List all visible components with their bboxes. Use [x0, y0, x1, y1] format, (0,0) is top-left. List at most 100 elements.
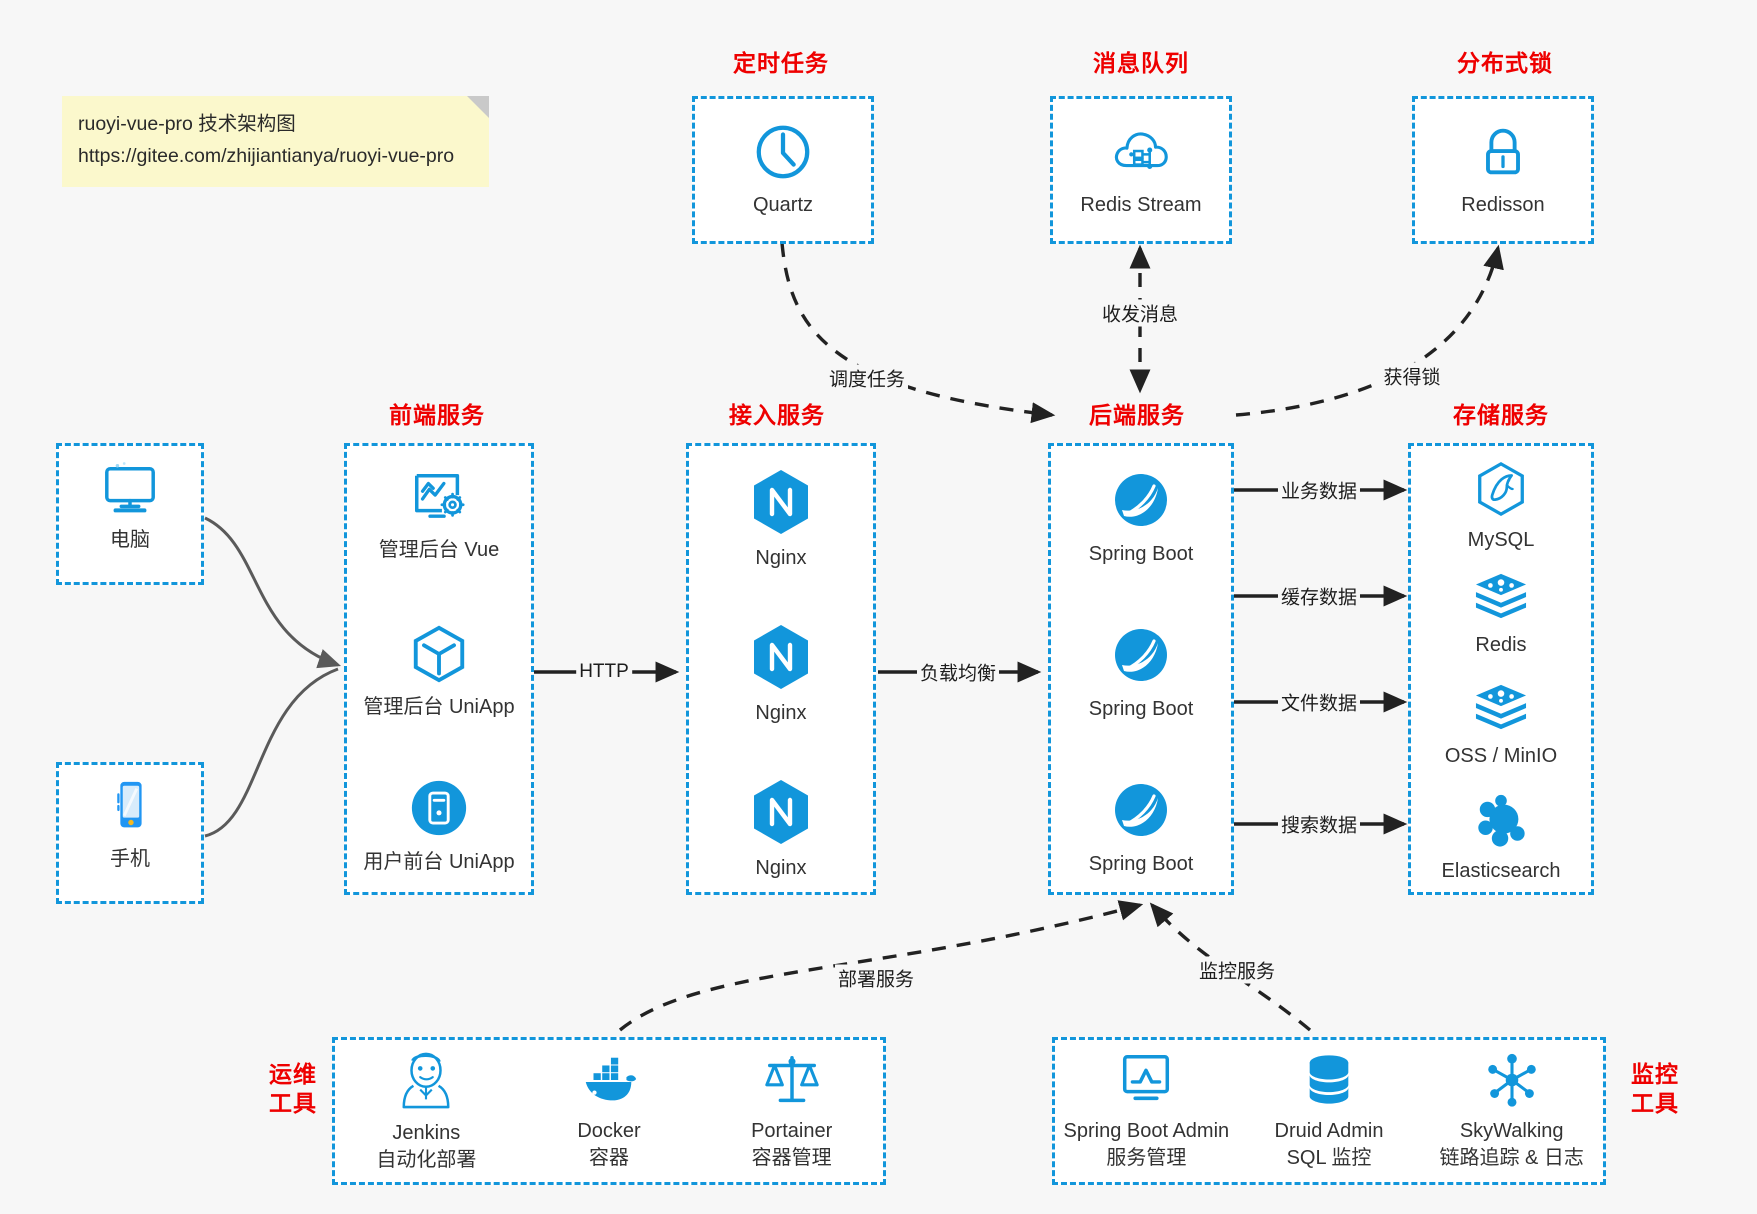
node-computer[interactable]: 电脑: [59, 460, 201, 553]
group-title-gateway: 接入服务: [729, 402, 825, 428]
monitor-chart-icon: [1116, 1051, 1176, 1109]
edge-label-monitor-service: 监控服务: [1195, 956, 1279, 984]
group-box-mq: Redis Stream: [1050, 96, 1232, 244]
group-title-scheduler: 定时任务: [733, 50, 829, 76]
node-label: Redis Stream: [1080, 194, 1202, 216]
group-title-monitor-line2: 工具: [1631, 1090, 1679, 1117]
group-title-devops-line1: 运维: [269, 1061, 317, 1087]
node-admin-vue[interactable]: 管理后台 Vue: [347, 468, 531, 563]
node-label: Spring Boot: [1088, 543, 1194, 565]
node-label: Druid Admin: [1274, 1120, 1384, 1143]
node-user-uniapp[interactable]: 用户前台 UniApp: [347, 778, 531, 875]
node-label: Quartz: [752, 194, 814, 216]
group-title-lock: 分布式锁: [1457, 50, 1553, 76]
group-box-phone: 手机: [56, 762, 204, 904]
node-label: Nginx: [755, 547, 807, 569]
node-label: Spring Boot Admin: [1063, 1120, 1230, 1143]
edge-label-cache-data: 缓存数据: [1277, 582, 1361, 610]
edge-label-load-balance: 负载均衡: [916, 658, 1000, 686]
edge-label-send-receive-message: 收发消息: [1098, 299, 1182, 327]
node-label: OSS / MinIO: [1444, 745, 1558, 767]
node-nginx-2[interactable]: Nginx: [689, 623, 873, 726]
note-fold-icon: [467, 96, 489, 118]
node-nginx-1[interactable]: Nginx: [689, 468, 873, 571]
node-sublabel: 自动化部署: [376, 1148, 477, 1171]
spring-icon: [1109, 778, 1173, 842]
database-icon: [1301, 1051, 1357, 1109]
nginx-icon: [749, 778, 813, 846]
node-label: 手机: [110, 848, 150, 870]
group-box-frontend: 管理后台 Vue 管理后台 UniApp 用户前台 UniApp: [344, 443, 534, 895]
edge-label-deploy-service: 部署服务: [834, 964, 918, 992]
node-druid-admin[interactable]: Druid Admin SQL 监控: [1238, 1051, 1421, 1171]
cloud-stream-icon: [1110, 121, 1172, 183]
node-label: 管理后台 UniApp: [363, 696, 515, 718]
group-title-frontend: 前端服务: [389, 402, 485, 428]
edge-label-http: HTTP: [576, 661, 632, 683]
scales-icon: [762, 1051, 822, 1109]
node-elasticsearch[interactable]: Elasticsearch: [1411, 793, 1591, 884]
node-sublabel: 链路追踪 & 日志: [1439, 1146, 1584, 1169]
edge-label-schedule-task: 调度任务: [825, 364, 909, 392]
node-jenkins[interactable]: Jenkins 自动化部署: [335, 1049, 518, 1173]
spring-icon: [1109, 623, 1173, 687]
node-label: Redisson: [1461, 194, 1545, 216]
node-label: Jenkins: [392, 1122, 461, 1145]
group-box-devops: Jenkins 自动化部署 Docker 容器: [332, 1037, 886, 1185]
group-box-lock: Redisson: [1412, 96, 1594, 244]
mysql-icon: [1472, 460, 1530, 518]
clock-icon: [752, 121, 814, 183]
lock-icon: [1472, 121, 1534, 183]
node-quartz[interactable]: Quartz: [695, 121, 871, 218]
node-springboot-3[interactable]: Spring Boot: [1051, 778, 1231, 877]
node-redisson[interactable]: Redisson: [1415, 121, 1591, 218]
note-title: ruoyi-vue-pro 技术架构图: [78, 113, 296, 135]
node-springboot-1[interactable]: Spring Boot: [1051, 468, 1231, 567]
node-label: 用户前台 UniApp: [363, 851, 515, 873]
group-title-devops-line2: 工具: [269, 1090, 317, 1117]
node-spring-boot-admin[interactable]: Spring Boot Admin 服务管理: [1055, 1051, 1238, 1171]
node-phone[interactable]: 手机: [59, 779, 201, 872]
node-label: 电脑: [110, 529, 150, 551]
group-title-storage: 存储服务: [1453, 402, 1549, 428]
node-redis-stream[interactable]: Redis Stream: [1053, 121, 1229, 218]
node-label: MySQL: [1467, 529, 1535, 551]
node-label: 管理后台 Vue: [378, 539, 500, 561]
group-box-scheduler: Quartz: [692, 96, 874, 244]
jenkins-icon: [397, 1049, 455, 1111]
node-portainer[interactable]: Portainer 容器管理: [700, 1051, 883, 1171]
desktop-icon: [98, 460, 162, 518]
group-box-gateway: Nginx Nginx Nginx: [686, 443, 876, 895]
node-oss-minio[interactable]: OSS / MinIO: [1411, 682, 1591, 769]
node-admin-uniapp[interactable]: 管理后台 UniApp: [347, 623, 531, 720]
node-sublabel: 容器: [589, 1146, 629, 1169]
note-url: https://gitee.com/zhijiantianya/ruoyi-vu…: [78, 144, 455, 167]
node-label: SkyWalking: [1459, 1120, 1564, 1143]
info-note: ruoyi-vue-pro 技术架构图 https://gitee.com/zh…: [62, 96, 489, 188]
redis-stack-icon: [1472, 571, 1530, 623]
edge-label-acquire-lock: 获得锁: [1380, 362, 1444, 390]
spring-icon: [1109, 468, 1173, 532]
mobile-circle-icon: [407, 778, 471, 840]
nginx-icon: [749, 468, 813, 536]
node-redis[interactable]: Redis: [1411, 571, 1591, 658]
node-skywalking[interactable]: SkyWalking 链路追踪 & 日志: [1420, 1051, 1603, 1171]
node-label: Spring Boot: [1088, 853, 1194, 875]
node-nginx-3[interactable]: Nginx: [689, 778, 873, 881]
nginx-icon: [749, 623, 813, 691]
node-springboot-2[interactable]: Spring Boot: [1051, 623, 1231, 722]
node-label: Elasticsearch: [1441, 860, 1561, 882]
group-title-monitor: 监控 工具: [1620, 1060, 1690, 1119]
edge-label-search-data: 搜索数据: [1277, 810, 1361, 838]
group-box-storage: MySQL Redis: [1408, 443, 1594, 895]
node-label: Portainer: [751, 1120, 833, 1143]
edge-label-business-data: 业务数据: [1277, 476, 1361, 504]
node-label: Docker: [577, 1120, 641, 1143]
smartphone-icon: [98, 779, 162, 837]
node-docker[interactable]: Docker 容器: [518, 1051, 701, 1171]
dashboard-icon: [407, 468, 471, 528]
edge-label-file-data: 文件数据: [1277, 688, 1361, 716]
node-mysql[interactable]: MySQL: [1411, 460, 1591, 553]
group-box-computer: 电脑: [56, 443, 204, 585]
